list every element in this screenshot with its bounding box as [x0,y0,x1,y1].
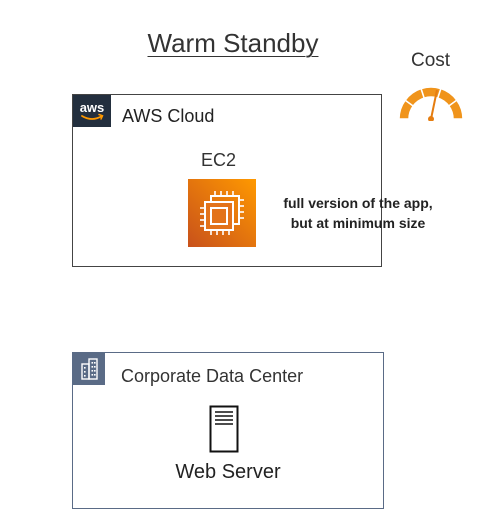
corporate-data-center-group: Corporate Data Center Web Server [72,352,384,509]
ec2-annotation: full version of the app, but at minimum … [262,193,454,233]
ec2-instance-icon [188,179,256,247]
aws-logo-icon: aws [73,95,111,127]
diagram-title: Warm Standby [147,28,319,58]
aws-badge-text: aws [80,100,105,115]
corporate-data-center-label: Corporate Data Center [121,366,304,386]
speedometer-gauge-icon [393,75,469,122]
annotation-line-2: but at minimum size [290,215,426,231]
aws-cloud-label: AWS Cloud [122,106,215,126]
server-icon [209,405,239,453]
aws-cloud-group: aws AWS Cloud EC2 [72,94,382,267]
cost-label: Cost [411,50,451,71]
building-icon [73,353,105,385]
annotation-line-1: full version of the app, [283,195,433,211]
ec2-label: EC2 [201,150,237,170]
web-server-label: Web Server [175,461,281,483]
